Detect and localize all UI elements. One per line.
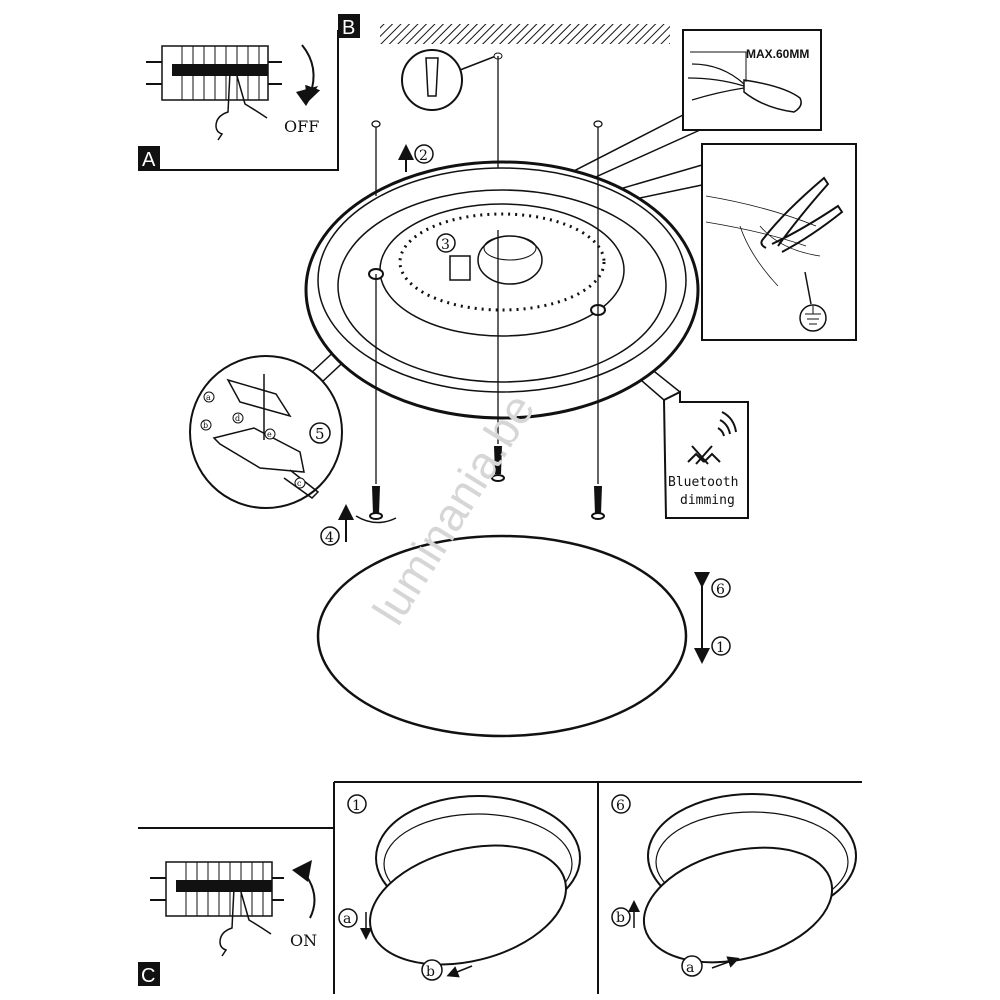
- panel-letter-c: C: [138, 962, 160, 987]
- diffuser-cover: [316, 534, 688, 738]
- wall-plug-callout: [401, 49, 503, 111]
- screw-icon: [369, 486, 383, 520]
- connector-label-d: d: [235, 414, 240, 423]
- strip-length-callout: MAX.60MM: [682, 29, 822, 131]
- hand-icon: [219, 886, 272, 957]
- svg-text:b: b: [426, 964, 435, 980]
- svg-text:1: 1: [716, 640, 725, 656]
- bluetooth-icon: [687, 445, 721, 465]
- detail-attach-cover: 6 b a: [611, 793, 857, 977]
- detail-attach-step-marker: 6: [611, 794, 631, 814]
- panel-c-switch-on: ON C: [138, 860, 317, 987]
- rotate-arrow-icon: [355, 515, 397, 524]
- step-3-marker: 3: [436, 233, 456, 253]
- max-strip-length-label: MAX.60MM: [746, 47, 809, 61]
- arrow-left-icon: [446, 965, 473, 978]
- switch-off-label: OFF: [284, 117, 319, 136]
- signal-waves-icon: [717, 411, 737, 437]
- panel-letter-a: A: [138, 146, 160, 171]
- svg-text:b: b: [616, 910, 625, 926]
- pliers-icon: [760, 176, 844, 253]
- detail-remove-step-marker: 1: [347, 794, 367, 814]
- hand-icon: [215, 70, 268, 141]
- svg-text:2: 2: [419, 148, 428, 164]
- step-4-marker: 4: [320, 526, 340, 546]
- panel-letter-b: B: [338, 14, 360, 39]
- breaker-box-off: [146, 45, 282, 101]
- svg-text:5: 5: [315, 425, 325, 443]
- panel-a-switch-off: OFF A B: [138, 14, 360, 171]
- bluetooth-label: Bluetooth: [668, 475, 738, 490]
- switch-on-label: ON: [290, 931, 317, 950]
- svg-text:A: A: [142, 149, 156, 171]
- svg-text:a: a: [343, 911, 351, 927]
- connector-label-e: e: [267, 430, 272, 439]
- arrow-right-icon: [711, 956, 740, 969]
- step-6-marker: 6: [711, 578, 731, 598]
- step-1-marker: 1: [711, 636, 731, 656]
- svg-text:a: a: [686, 960, 694, 976]
- screw-icon: [591, 486, 605, 520]
- detail-remove-cover: 1 a b: [338, 794, 581, 981]
- step-2-marker: 2: [414, 144, 434, 164]
- svg-text:1: 1: [352, 798, 361, 814]
- arrow-down-icon: [301, 44, 321, 103]
- connector-label-b: b: [203, 421, 208, 430]
- ceiling-light-base: [304, 160, 700, 420]
- bluetooth-dimming-callout: Bluetooth dimming: [662, 390, 749, 519]
- mounting-guides: [371, 56, 603, 484]
- connector-detail-callout: a b d e c 5: [189, 355, 343, 509]
- svg-text:C: C: [141, 965, 155, 987]
- ceiling: [380, 24, 670, 44]
- wall-plug-icon: [425, 57, 439, 97]
- connector-label-a: a: [206, 393, 211, 402]
- dimming-label: dimming: [680, 493, 735, 508]
- svg-text:6: 6: [616, 798, 625, 814]
- connector-label-c: c: [297, 479, 302, 488]
- screw-icon: [491, 446, 505, 482]
- detail-remove-label-a: a: [338, 908, 358, 928]
- svg-text:B: B: [342, 17, 355, 39]
- bottom-frames: [138, 781, 862, 994]
- detail-attach-label-a: a: [681, 955, 703, 977]
- detail-remove-label-b: b: [421, 959, 443, 981]
- ground-symbol-icon: [799, 304, 827, 332]
- svg-text:6: 6: [716, 582, 725, 598]
- step-5-marker: 5: [309, 422, 331, 444]
- stripping-pliers-callout: [701, 143, 857, 341]
- svg-text:3: 3: [441, 237, 450, 253]
- terminal-block-icon: [449, 255, 471, 281]
- detail-attach-label-b: b: [611, 907, 631, 927]
- svg-text:4: 4: [325, 530, 334, 546]
